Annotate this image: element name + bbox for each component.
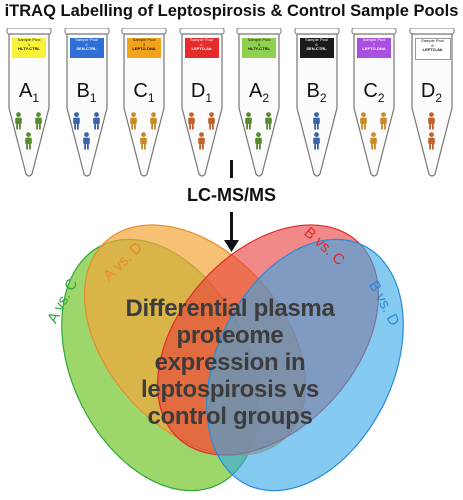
tube-outline-icon bbox=[294, 28, 339, 177]
tube-outline-icon bbox=[351, 28, 397, 177]
figure-title: iTRAQ Labelling of Leptospirosis & Contr… bbox=[4, 2, 459, 20]
tube-label-code: LEPTO-DNA bbox=[362, 46, 386, 52]
tube-label-title: Sample Pool bbox=[247, 38, 271, 42]
center-text-line: leptospirosis vs bbox=[141, 376, 319, 403]
tube-id: B1 bbox=[76, 80, 97, 105]
tube-id: A1 bbox=[18, 80, 40, 105]
center-text-line: proteome bbox=[176, 322, 284, 349]
tube-label-number: 1 bbox=[27, 41, 31, 47]
tube-id: B2 bbox=[306, 80, 327, 105]
tube-label-code: LEPTO-Ab bbox=[422, 47, 443, 53]
tube-outline-icon bbox=[6, 28, 52, 177]
people-group bbox=[300, 112, 334, 152]
tube-id: A2 bbox=[248, 80, 270, 105]
center-text-line: Differential plasma bbox=[125, 295, 335, 322]
people-group bbox=[242, 112, 276, 152]
center-text-line: expression in bbox=[154, 349, 306, 376]
tube-label-code: HLTY-CTRL bbox=[18, 46, 40, 52]
tube-label-number: 2 bbox=[85, 41, 88, 47]
center-text-line: control groups bbox=[147, 403, 313, 430]
arrow-shaft-top bbox=[230, 160, 233, 178]
lcms-label: LC-MS/MS bbox=[187, 185, 276, 205]
tube-outline-icon bbox=[236, 28, 282, 177]
tube-label-title: Sample Pool bbox=[421, 38, 444, 43]
tube-label-title: Sample Pool bbox=[305, 38, 328, 42]
venn-diagram bbox=[61, 224, 404, 492]
tube-label-title: Sample Pool bbox=[362, 38, 386, 42]
people-group bbox=[70, 112, 104, 152]
people-group bbox=[415, 112, 449, 152]
tube-label-title: Sample Pool bbox=[75, 38, 98, 42]
tube-label-code: HLTY-CTRL bbox=[248, 46, 270, 52]
people-group bbox=[357, 112, 391, 152]
tube-label-number: 5 bbox=[257, 41, 261, 47]
tube-label-number: 6 bbox=[315, 41, 318, 47]
tube-label-number: 8 bbox=[431, 42, 434, 48]
tube-id: D2 bbox=[420, 80, 443, 105]
tube-label-code: SEN-CTRL bbox=[76, 46, 97, 52]
tube-label-code: SEN-CTRL bbox=[306, 46, 327, 52]
tube-label-number: 3 bbox=[142, 41, 146, 47]
arrow-down-icon bbox=[224, 212, 239, 252]
tube-outline-icon bbox=[121, 28, 167, 177]
tube-id: C1 bbox=[133, 80, 155, 105]
tube-outline-icon bbox=[179, 28, 224, 177]
venn-center-text: Differential plasma proteome expression … bbox=[80, 295, 380, 430]
tube-label-number: 7 bbox=[372, 41, 376, 47]
venn-set-b-vs-d bbox=[206, 238, 404, 492]
tube-label-code: LEPTO-DNA bbox=[132, 46, 156, 52]
tube-label-number: 4 bbox=[200, 41, 203, 47]
tube-outline-icon bbox=[409, 28, 454, 177]
tube-id: D1 bbox=[190, 80, 213, 105]
tube-outline-icon bbox=[64, 28, 109, 177]
tube-label-title: Sample Pool bbox=[17, 38, 41, 42]
tube-id: C2 bbox=[363, 80, 385, 105]
tube-label-title: Sample Pool bbox=[190, 38, 213, 42]
people-group bbox=[127, 112, 161, 152]
people-group bbox=[12, 112, 46, 152]
tube-label-code: LEPTO-Ab bbox=[191, 46, 212, 52]
tube-label-title: Sample Pool bbox=[132, 38, 156, 42]
people-group bbox=[185, 112, 219, 152]
